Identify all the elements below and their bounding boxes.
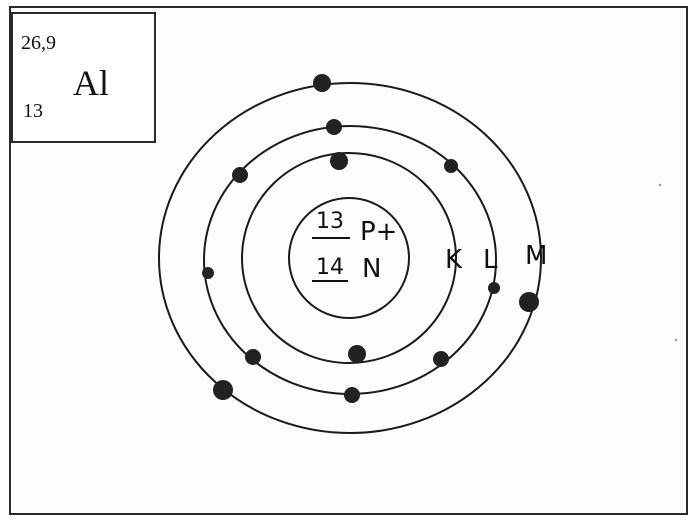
electron-l-3	[488, 282, 500, 294]
electron-l-2	[444, 159, 458, 173]
electron-l-4	[433, 351, 449, 367]
electron-m-1	[313, 74, 331, 92]
electron-l-6	[245, 349, 261, 365]
neutron-count: 14	[316, 255, 344, 280]
nucleus-circle	[289, 198, 409, 318]
proton-count: 13	[316, 209, 344, 234]
electron-l-1	[326, 119, 342, 135]
electron-l-7	[202, 267, 214, 279]
shell-k	[242, 153, 456, 363]
electron-k-1	[330, 152, 348, 170]
stray-mark-2	[675, 339, 677, 341]
shell-label-k: K	[445, 245, 463, 275]
electron-l-8	[232, 167, 248, 183]
electron-m-3	[213, 380, 233, 400]
shell-label-l: L	[483, 245, 498, 275]
electron-l-5	[344, 387, 360, 403]
electron-k-2	[348, 345, 366, 363]
stray-mark-1	[659, 184, 661, 186]
neutron-label: N	[362, 254, 381, 284]
shell-label-m: M	[525, 241, 547, 271]
proton-label: P+	[360, 217, 397, 247]
electron-m-2	[519, 292, 539, 312]
